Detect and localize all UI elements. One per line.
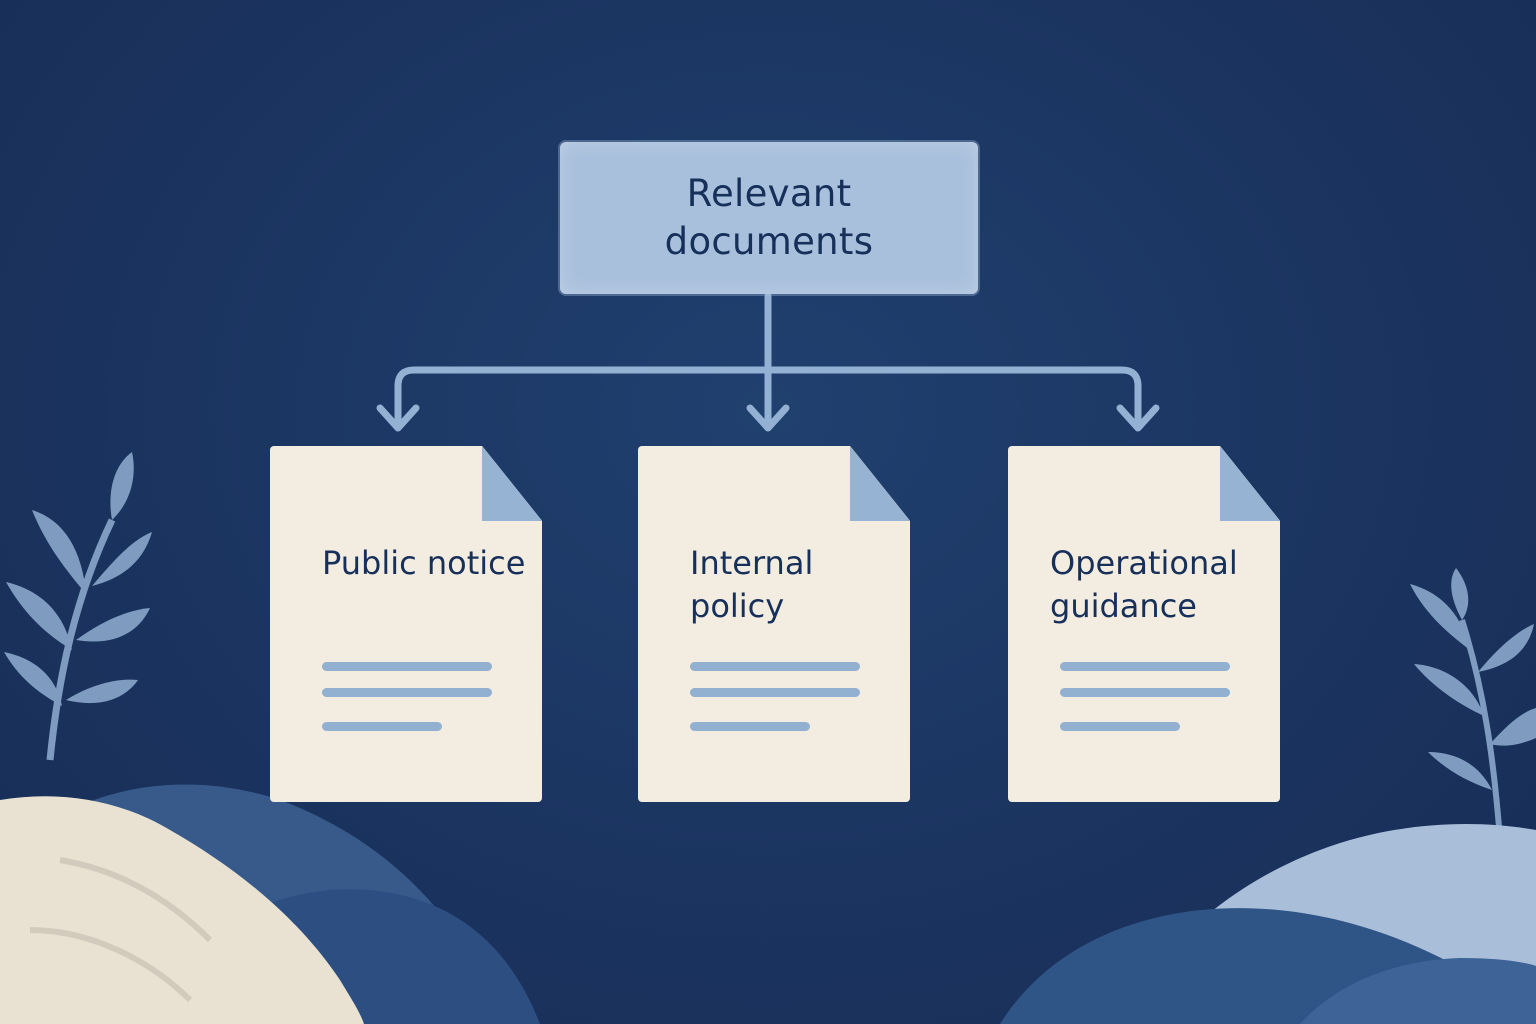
left-plant-illustration (4, 452, 152, 761)
document-title: Operational guidance (1050, 544, 1238, 625)
arrow-to-public-notice (376, 404, 420, 432)
text-line-decoration (1060, 662, 1230, 671)
text-line-decoration (322, 722, 442, 731)
right-plant-illustration (1410, 568, 1536, 841)
text-line-decoration (322, 662, 492, 671)
root-node-relevant-documents: Relevant documents (560, 142, 978, 294)
document-title: Public notice (322, 544, 526, 582)
document-title: Internal policy (690, 544, 814, 625)
right-hills-illustration (1000, 824, 1536, 1024)
text-line-decoration (690, 662, 860, 671)
connector-crossbar (394, 366, 1142, 416)
arrow-to-operational-guidance (1116, 404, 1160, 432)
text-line-decoration (322, 688, 492, 697)
connectors (376, 292, 1160, 432)
text-line-decoration (1060, 688, 1230, 697)
arrow-to-internal-policy (746, 404, 790, 432)
text-line-decoration (690, 688, 860, 697)
text-line-decoration (690, 722, 810, 731)
left-hills-illustration (0, 784, 540, 1024)
root-node-label: Relevant documents (664, 172, 874, 263)
text-line-decoration (1060, 722, 1180, 731)
